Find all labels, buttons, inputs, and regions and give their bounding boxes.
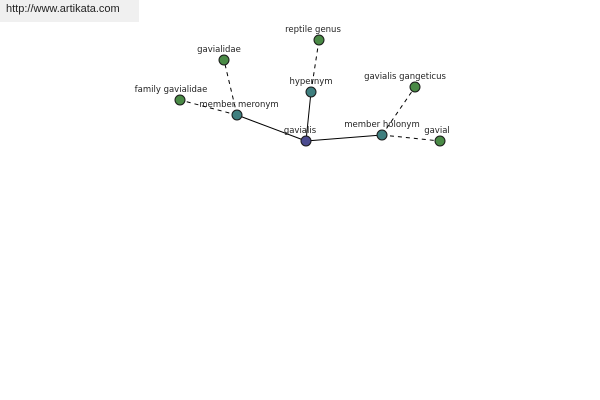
node-member-holonym[interactable] (376, 129, 388, 141)
label-family-gavialidae: family gavialidae (135, 85, 208, 95)
edge-member-holonym-to-gavialis-gangeticus (381, 86, 416, 136)
label-hypernym: hypernym (289, 77, 332, 87)
edge-member-meronym-to-family-gavialidae (179, 99, 238, 116)
node-hypernym[interactable] (305, 86, 317, 98)
watermark-url: http://www.artikata.com (0, 0, 139, 22)
node-family-gavialidae[interactable] (174, 94, 186, 106)
label-member-holonym: member holonym (344, 120, 419, 130)
edges-layer (179, 39, 441, 142)
nodes-layer (174, 34, 446, 147)
edge-gavialis-to-member-holonym (305, 134, 383, 142)
edge-member-meronym-to-gavialidae (223, 59, 238, 116)
node-gavialis[interactable] (300, 135, 312, 147)
node-gavial[interactable] (434, 135, 446, 147)
edge-member-holonym-to-gavial (381, 134, 441, 142)
labels-layer: gavialis hypernym member meronym member hol… (135, 25, 450, 136)
label-gavialidae: gavialidae (197, 45, 241, 55)
node-gavialis-gangeticus[interactable] (409, 81, 421, 93)
label-gavialis-gangeticus: gavialis gangeticus (364, 72, 446, 82)
node-member-meronym[interactable] (231, 109, 243, 121)
label-member-meronym: member meronym (199, 100, 278, 110)
node-gavialidae[interactable] (218, 54, 230, 66)
label-gavial: gavial (424, 126, 450, 136)
edge-hypernym-to-reptile-genus (310, 39, 320, 93)
node-reptile-genus[interactable] (313, 34, 325, 46)
edge-gavialis-to-hypernym (305, 91, 312, 142)
label-reptile-genus: reptile genus (285, 25, 341, 35)
edge-gavialis-to-member-meronym (236, 114, 307, 142)
label-gavialis: gavialis (284, 126, 317, 136)
